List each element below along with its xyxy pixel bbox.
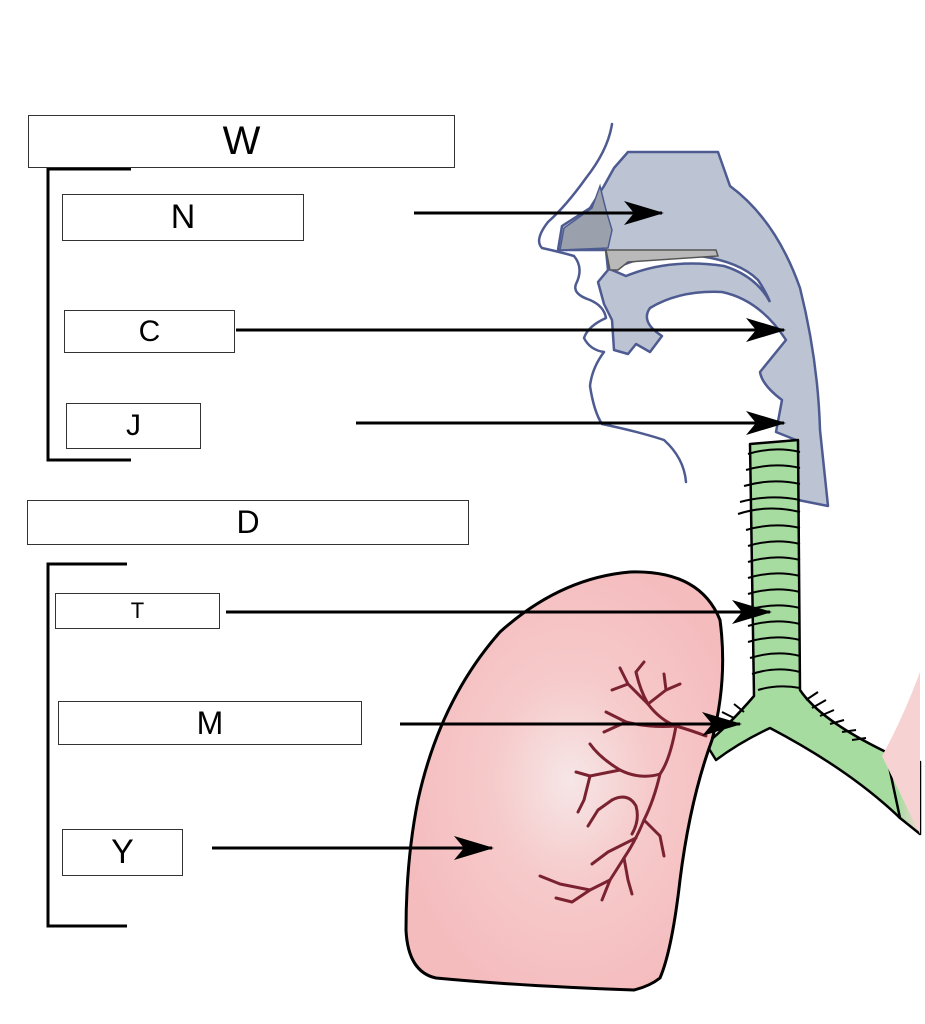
lung [404, 570, 725, 992]
label-n: N [62, 194, 304, 241]
arrows [212, 201, 786, 860]
hard-palate [605, 249, 720, 271]
cartilage-rings [713, 448, 867, 741]
label-j: J [66, 403, 201, 449]
bracket-lower [46, 562, 127, 928]
bracket-upper [46, 167, 131, 462]
group-title-lower: D [27, 500, 469, 545]
label-m: M [58, 701, 362, 745]
trachea-and-bronchi [704, 438, 922, 836]
lung-outline [404, 570, 725, 992]
label-t: T [55, 593, 220, 629]
label-y: Y [62, 829, 183, 876]
group-brackets [46, 167, 131, 928]
label-c: C [64, 310, 235, 353]
bronchiole-tree [538, 660, 708, 904]
group-title-upper: W [28, 115, 455, 168]
lung-partial-right [882, 672, 920, 834]
